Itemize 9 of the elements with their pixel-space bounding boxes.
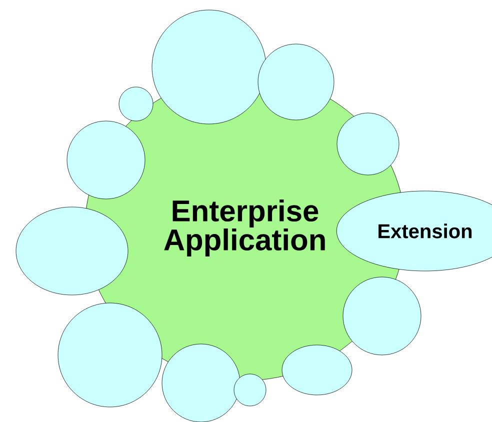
bubble <box>118 86 154 122</box>
bubble <box>258 44 334 120</box>
bubble <box>66 120 146 200</box>
bubble <box>282 344 352 396</box>
bubble <box>58 302 162 408</box>
bubble <box>162 344 240 422</box>
bubble <box>234 374 266 406</box>
bubble <box>16 206 128 296</box>
bubble <box>342 276 422 356</box>
